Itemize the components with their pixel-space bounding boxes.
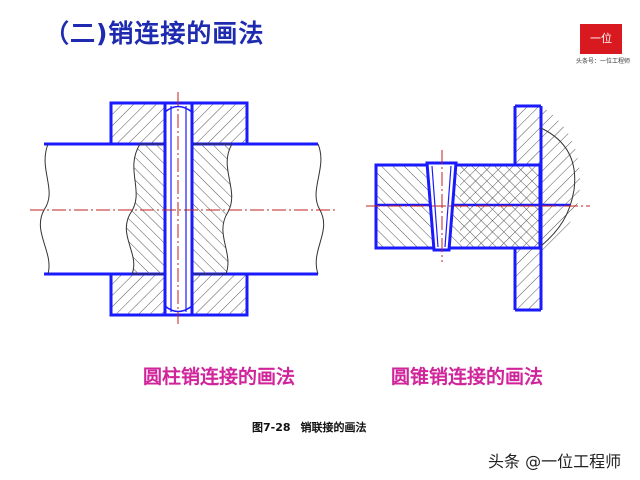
taper-pin-assembly (366, 104, 590, 312)
slide-title: （二)销连接的画法 (44, 19, 265, 48)
brand-logo: 一位 (580, 24, 622, 54)
shaft-section-right (191, 143, 233, 275)
caption-taper-pin: 圆锥销连接的画法 (391, 366, 544, 388)
cylindrical-pin-assembly (30, 92, 336, 324)
figure-caption: 图7-28 销联接的画法 (252, 419, 377, 435)
right-break-line (315, 143, 325, 275)
figure-number: 图7-28 (252, 421, 291, 434)
brand-logo-subtitle: 头条号：一位工程师 (575, 58, 630, 65)
source-watermark: 头条 @一位工程师 (488, 452, 622, 471)
left-break-line (39, 143, 50, 275)
caption-cylindrical-pin: 圆柱销连接的画法 (143, 366, 296, 388)
figure-title: 销联接的画法 (300, 421, 367, 434)
shaft-section-left (125, 143, 166, 275)
